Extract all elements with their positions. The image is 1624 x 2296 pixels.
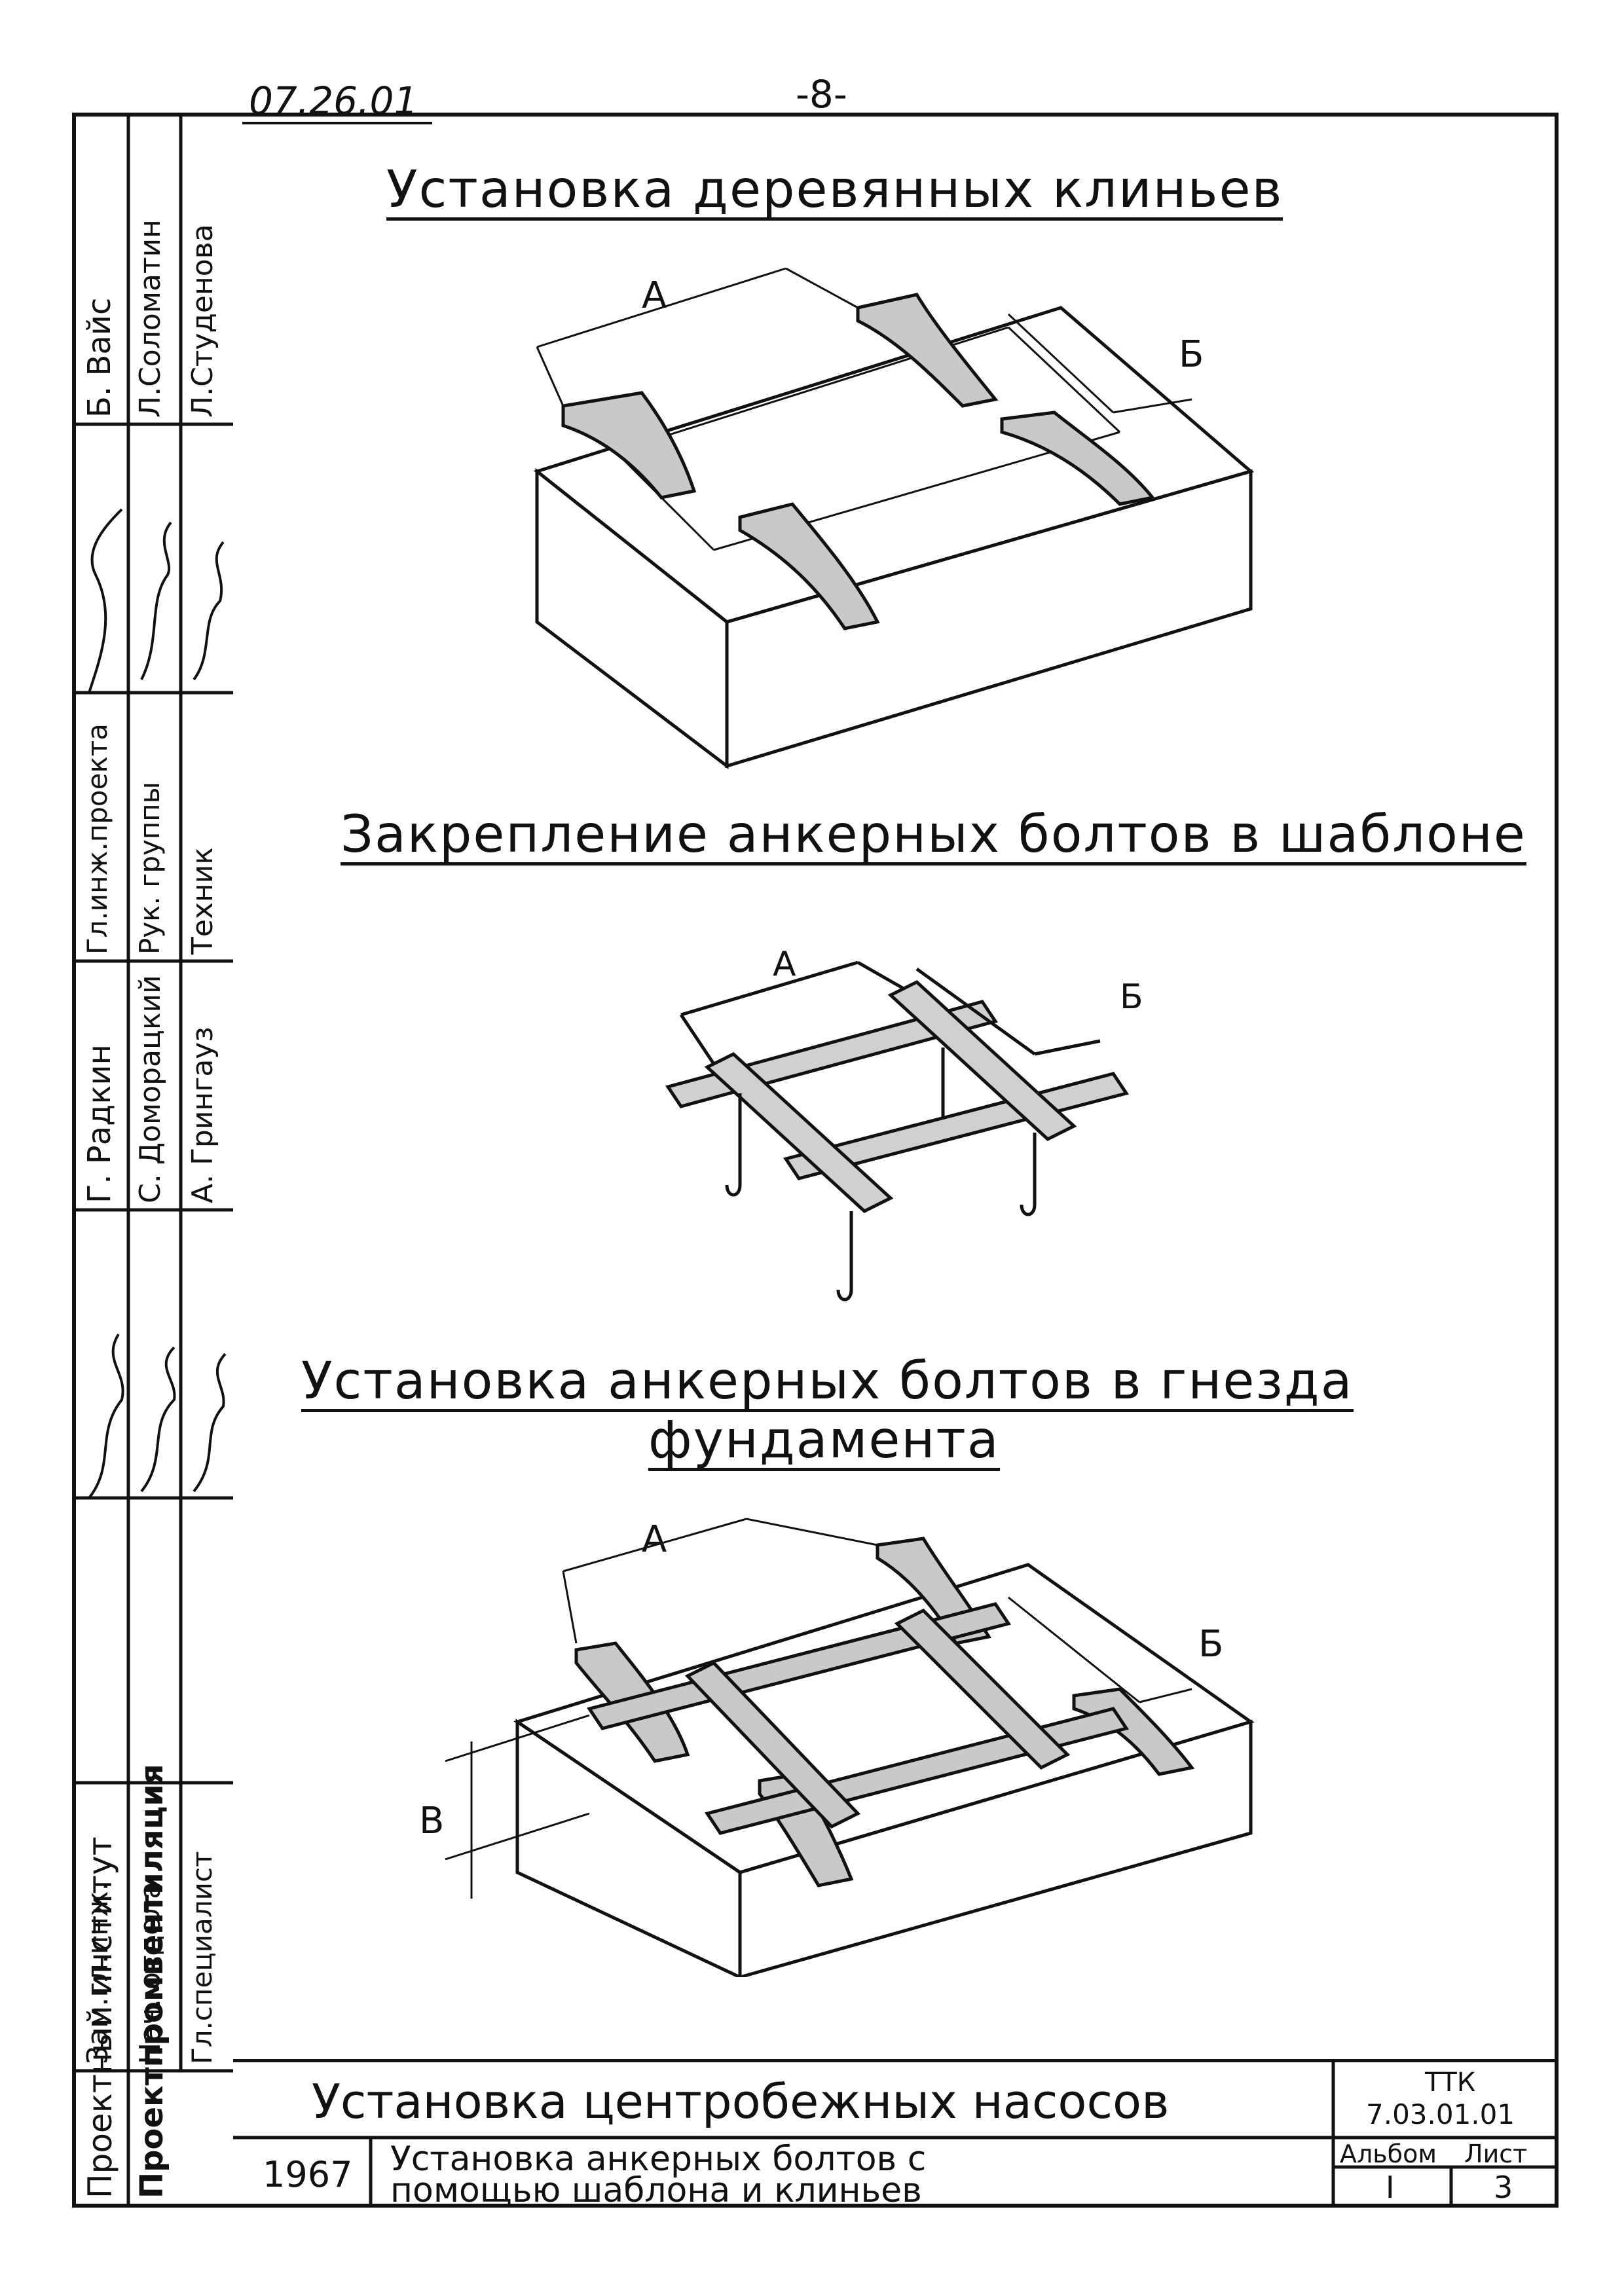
title-block-code-value: 7.03.01.01 (1366, 2098, 1515, 2130)
signature-1 (88, 508, 123, 693)
wedge-1 (561, 391, 697, 500)
figure-2-dim-b: Б (1120, 977, 1143, 1017)
anchor-bolt-1 (725, 1093, 742, 1197)
title-block-sheet-title-1: Установка анкерных болтов с (390, 2140, 927, 2179)
page-number: -8- (796, 72, 847, 117)
title-block-sheet-label: Лист (1464, 2140, 1528, 2168)
stamp-role-tekhnik: Техник (186, 847, 219, 955)
signature-3 (193, 541, 225, 681)
figure-3-title-line2: фундамента (648, 1411, 1000, 1471)
signature-4 (88, 1333, 124, 1499)
template-3-bar-left (684, 1660, 861, 1829)
title-block-sheet-value: 3 (1494, 2170, 1513, 2205)
title-block: Установка центробежных насосов ТТК 7.03.… (233, 2059, 1555, 2210)
figure-3-drawing: А Б В (419, 1518, 1255, 1977)
stamp-name-studenova: Л.Студенова (186, 224, 219, 418)
title-block-code-label: ТТК (1425, 2068, 1476, 2098)
stamp-role-gip: Гл.инж.проекта (81, 723, 113, 955)
title-block-year: 1967 (263, 2154, 353, 2195)
side-stamp: Проектный институт Г. Радкин Б. Вайс Зам… (76, 117, 233, 2204)
stamp-name-solomatin: Л.Соломатин (134, 219, 167, 418)
figure-3-dim-v: В (419, 1800, 444, 1842)
header-underline (242, 122, 432, 124)
title-block-album-label: Альбом (1340, 2140, 1437, 2168)
anchor-bolt-3 (1020, 1133, 1037, 1216)
figure-1-drawing: А Б (533, 267, 1255, 770)
stamp-role-nach: Нач. отдела (134, 1881, 167, 2064)
stamp-name-domoratsky: С. Доморацкий (134, 975, 167, 1203)
template-3-bar-back (586, 1602, 1012, 1730)
title-block-main-title: Установка центробежных насосов (312, 2074, 1170, 2129)
title-block-sheet-title-2: помощью шаблона и клиньев (390, 2171, 922, 2210)
side-stamp-grid (76, 117, 233, 2204)
signature-6 (193, 1353, 227, 1493)
wedge-4 (1000, 410, 1156, 506)
signature-2 (140, 521, 172, 680)
template-3-bar-right (894, 1608, 1071, 1770)
foundation-3-right-face (738, 1719, 1253, 1977)
figure-1-title: Установка деревянных клиньев (386, 160, 1283, 221)
figure-3-title-line1: Установка анкерных болтов в гнезда (301, 1352, 1354, 1412)
figure-1-dim-b: Б (1179, 333, 1204, 376)
figure-3-dim-b: Б (1198, 1623, 1223, 1666)
wedge-2 (856, 293, 999, 408)
foundation-3-left-face (515, 1719, 742, 1977)
figure-2-dim-a: А (773, 945, 796, 984)
figure-2-title: Закрепление анкерных болтов в шаблоне (341, 805, 1526, 866)
figure-3-dim-a: А (642, 1518, 667, 1561)
stamp-name-vais: Б. Вайс (81, 297, 118, 418)
figure-2-drawing: А Б (665, 945, 1143, 1302)
template-bar-right (887, 979, 1077, 1142)
drawing-frame (72, 113, 1559, 2208)
stamp-role-glspec: Гл.специалист (186, 1851, 218, 2064)
stamp-role-zam: Зам.гл.инж. (81, 1882, 115, 2064)
signature-5 (140, 1346, 176, 1493)
title-block-grid (233, 2062, 1555, 2207)
wedge-3 (738, 502, 880, 630)
stamp-name-gringauz: А. Грингауз (186, 1027, 219, 1203)
foundation-right-face (725, 469, 1253, 769)
figure-1-dim-a: А (642, 274, 667, 317)
template-bar-left (704, 1051, 894, 1214)
anchor-bolt-2 (836, 1211, 853, 1302)
title-block-album-value: I (1386, 2170, 1395, 2205)
stamp-name-radkin: Г. Радкин (81, 1044, 118, 1203)
stamp-role-ruk: Рук. группы (134, 782, 166, 955)
